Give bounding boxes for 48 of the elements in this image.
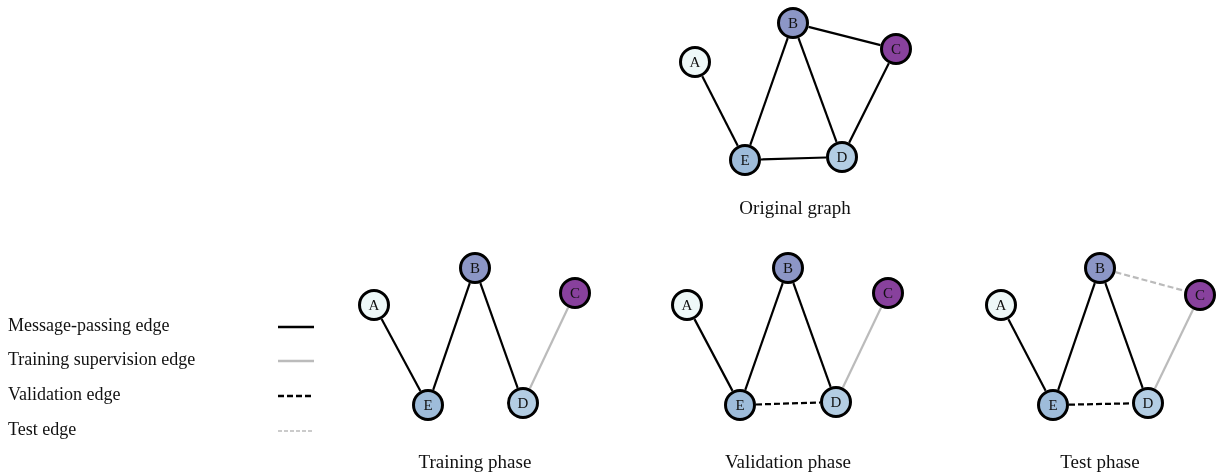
- graph-node-circle: E: [1037, 389, 1069, 421]
- graph-node-circle: C: [559, 277, 591, 309]
- dashed-edge: [1115, 271, 1185, 292]
- graph-node-circle: B: [459, 252, 491, 284]
- graph-node-circle: C: [1184, 279, 1216, 311]
- graph-node-circle: E: [412, 389, 444, 421]
- graph-node-circle: D: [507, 387, 539, 419]
- edge-line: [749, 37, 789, 146]
- edge-line: [693, 318, 734, 392]
- graph-node-circle: A: [358, 289, 390, 321]
- legend-label: Message-passing edge: [8, 315, 170, 336]
- edge-line: [1007, 318, 1047, 392]
- graph-caption: Validation phase: [724, 451, 852, 473]
- legend-label: Test edge: [8, 419, 77, 440]
- edge-line: [760, 156, 827, 161]
- graph-node-circle: D: [820, 386, 852, 418]
- graph-node-circle: E: [729, 144, 761, 176]
- legend-label: Training supervision edge: [8, 349, 196, 370]
- edge-line: [744, 282, 784, 391]
- graph-node-circle: D: [1132, 387, 1164, 419]
- graph-node-circle: A: [679, 46, 711, 78]
- legend-label: Validation edge: [8, 384, 121, 405]
- graph-node-circle: D: [826, 141, 858, 173]
- edge-line: [1057, 282, 1096, 391]
- graph-node-circle: A: [671, 289, 703, 321]
- graph-node-circle: A: [985, 289, 1017, 321]
- graph-node-circle: B: [777, 7, 809, 39]
- graph-caption: Original graph: [739, 197, 851, 219]
- edge-line: [479, 282, 519, 389]
- graph-node-circle: C: [880, 33, 912, 65]
- edge-line: [701, 75, 739, 147]
- edge-line: [1153, 308, 1195, 390]
- graph-node-circle: E: [724, 389, 756, 421]
- edge-line: [808, 25, 881, 47]
- edge-line: [380, 318, 422, 392]
- edge-line: [528, 307, 570, 389]
- graph-caption: Test phase: [1060, 451, 1140, 473]
- edge-line: [797, 37, 838, 143]
- dashed-edge: [755, 401, 821, 406]
- graph-caption: Training phase: [418, 451, 532, 473]
- edge-line: [841, 306, 883, 389]
- edge-line: [792, 282, 832, 388]
- edge-line: [432, 282, 471, 391]
- edge-line: [848, 62, 890, 144]
- graph-node-circle: B: [1084, 252, 1116, 284]
- edge-line: [1104, 282, 1144, 389]
- graph-node-circle: C: [872, 277, 904, 309]
- graph-node-circle: B: [772, 252, 804, 284]
